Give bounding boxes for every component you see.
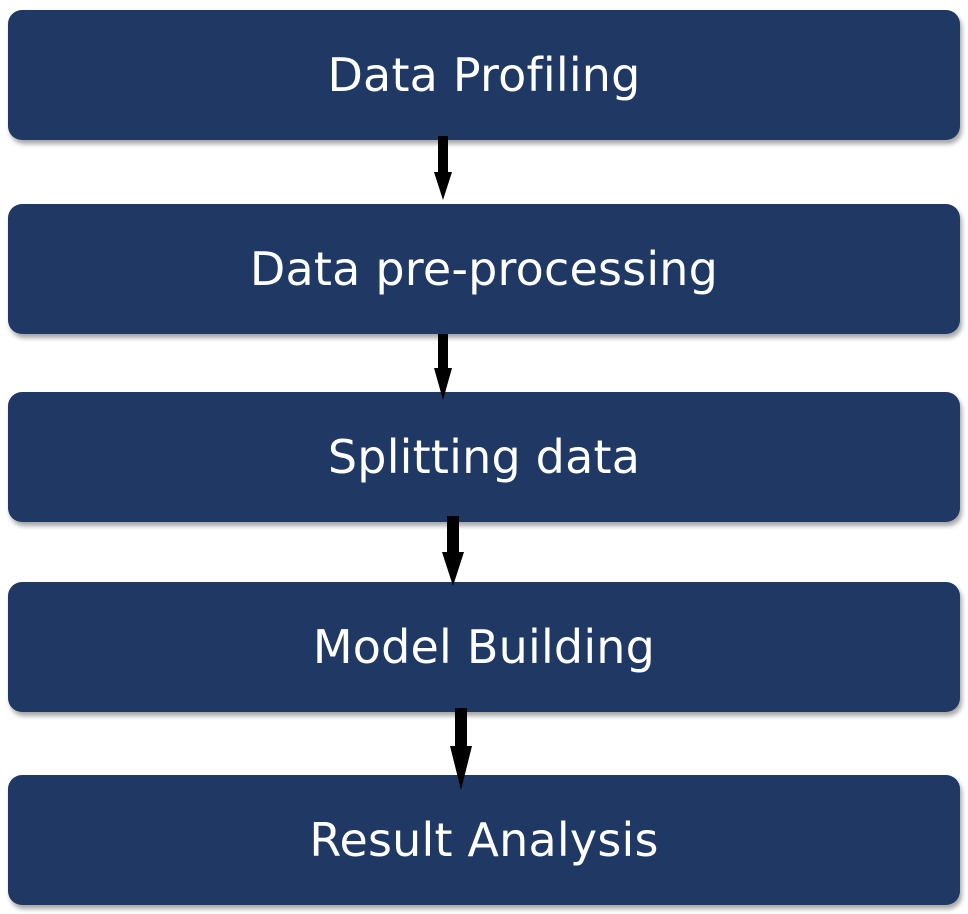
step-label: Data pre-processing [249,242,719,296]
step-data-profiling: Data Profiling [8,10,960,140]
arrow-down-icon [434,136,452,200]
step-model-building: Model Building [8,582,960,712]
arrow-down-icon [434,334,452,400]
step-label: Data Profiling [327,48,641,102]
arrow-down-icon [442,516,464,586]
step-splitting-data: Splitting data [8,392,960,522]
step-result-analysis: Result Analysis [8,775,960,905]
step-label: Model Building [312,620,656,674]
arrow-down-icon [450,708,472,790]
step-data-preprocessing: Data pre-processing [8,204,960,334]
step-label: Splitting data [327,430,641,484]
step-label: Result Analysis [309,813,659,867]
